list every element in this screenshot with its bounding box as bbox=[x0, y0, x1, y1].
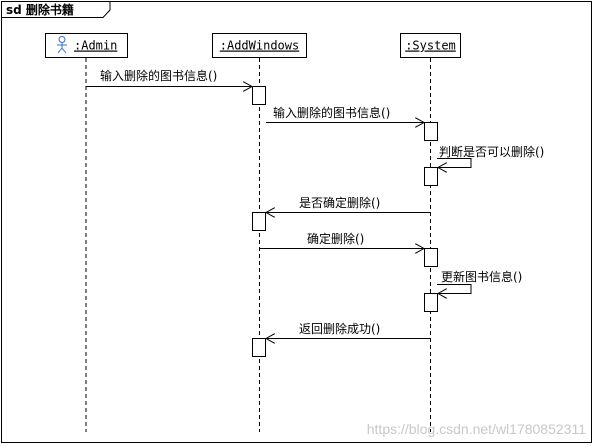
activation-bar bbox=[252, 86, 266, 105]
lifeline-label-system: :System bbox=[405, 39, 456, 53]
lifeline-label-admin: :Admin bbox=[74, 39, 117, 53]
activation-bar bbox=[424, 293, 438, 312]
actor-icon bbox=[57, 36, 67, 54]
message-6-self: 更新图书信息() bbox=[437, 269, 522, 294]
message-2: 输入删除的图书信息() bbox=[266, 105, 424, 123]
frame-label-box bbox=[1, 1, 111, 18]
activation-bar bbox=[424, 248, 438, 267]
lifeline-label-addwindows: :AddWindows bbox=[220, 39, 299, 53]
message-5: 确定删除() bbox=[259, 231, 425, 249]
message-label: 更新图书信息() bbox=[441, 269, 522, 284]
lifeline-admin: :Admin bbox=[45, 33, 128, 432]
lifeline-system: :System bbox=[400, 33, 461, 432]
message-4: 是否确定删除() bbox=[266, 195, 431, 213]
activation-bar bbox=[424, 167, 438, 186]
message-1: 输入删除的图书信息() bbox=[86, 68, 252, 87]
watermark-text: https://blog.csdn.net/wl1780852311 bbox=[367, 421, 586, 437]
message-3-self: 判断是否可以删除() bbox=[437, 144, 544, 168]
lifeline-head-addwindows[interactable] bbox=[212, 33, 307, 58]
message-label: 是否确定删除() bbox=[299, 195, 380, 210]
message-label: 返回删除成功() bbox=[299, 321, 380, 336]
activation-bar bbox=[252, 338, 266, 357]
message-label: 输入删除的图书信息() bbox=[273, 105, 390, 120]
activation-bar bbox=[424, 122, 438, 141]
message-7: 返回删除成功() bbox=[266, 321, 431, 339]
lifeline-addwindows: :AddWindows bbox=[212, 33, 307, 432]
message-label: 输入删除的图书信息() bbox=[100, 68, 217, 83]
activation-bar bbox=[252, 212, 266, 231]
message-label: 判断是否可以删除() bbox=[439, 144, 544, 159]
frame-title: sd 删除书籍 bbox=[6, 2, 74, 17]
lifeline-head-system[interactable] bbox=[400, 33, 461, 58]
message-label: 确定删除() bbox=[307, 231, 364, 246]
